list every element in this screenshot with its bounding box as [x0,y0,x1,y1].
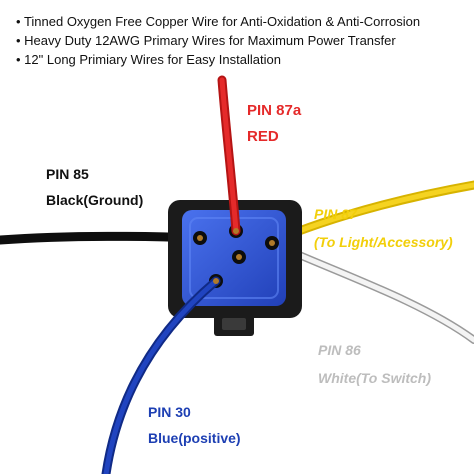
feature-list: Tinned Oxygen Free Copper Wire for Anti-… [16,12,472,69]
feature-item: 12" Long Primiary Wires for Easy Install… [16,50,472,69]
feature-item: Tinned Oxygen Free Copper Wire for Anti-… [16,12,472,31]
pin-30-name: PIN 30 [148,404,191,420]
pin-85-name: PIN 85 [46,166,89,182]
pin-87-desc: (To Light/Accessory) [314,234,453,250]
pin-87-name: PIN 87 [314,206,357,222]
pin-86-desc: White(To Switch) [318,370,432,386]
pin-30-desc: Blue(positive) [148,430,241,446]
feature-item: Heavy Duty 12AWG Primary Wires for Maxim… [16,31,472,50]
pin-85-desc: Black(Ground) [46,192,144,208]
pin-87a-name: PIN 87a [247,102,302,119]
pin-86-name: PIN 86 [318,342,361,358]
pin-87a-desc: RED [247,128,279,145]
